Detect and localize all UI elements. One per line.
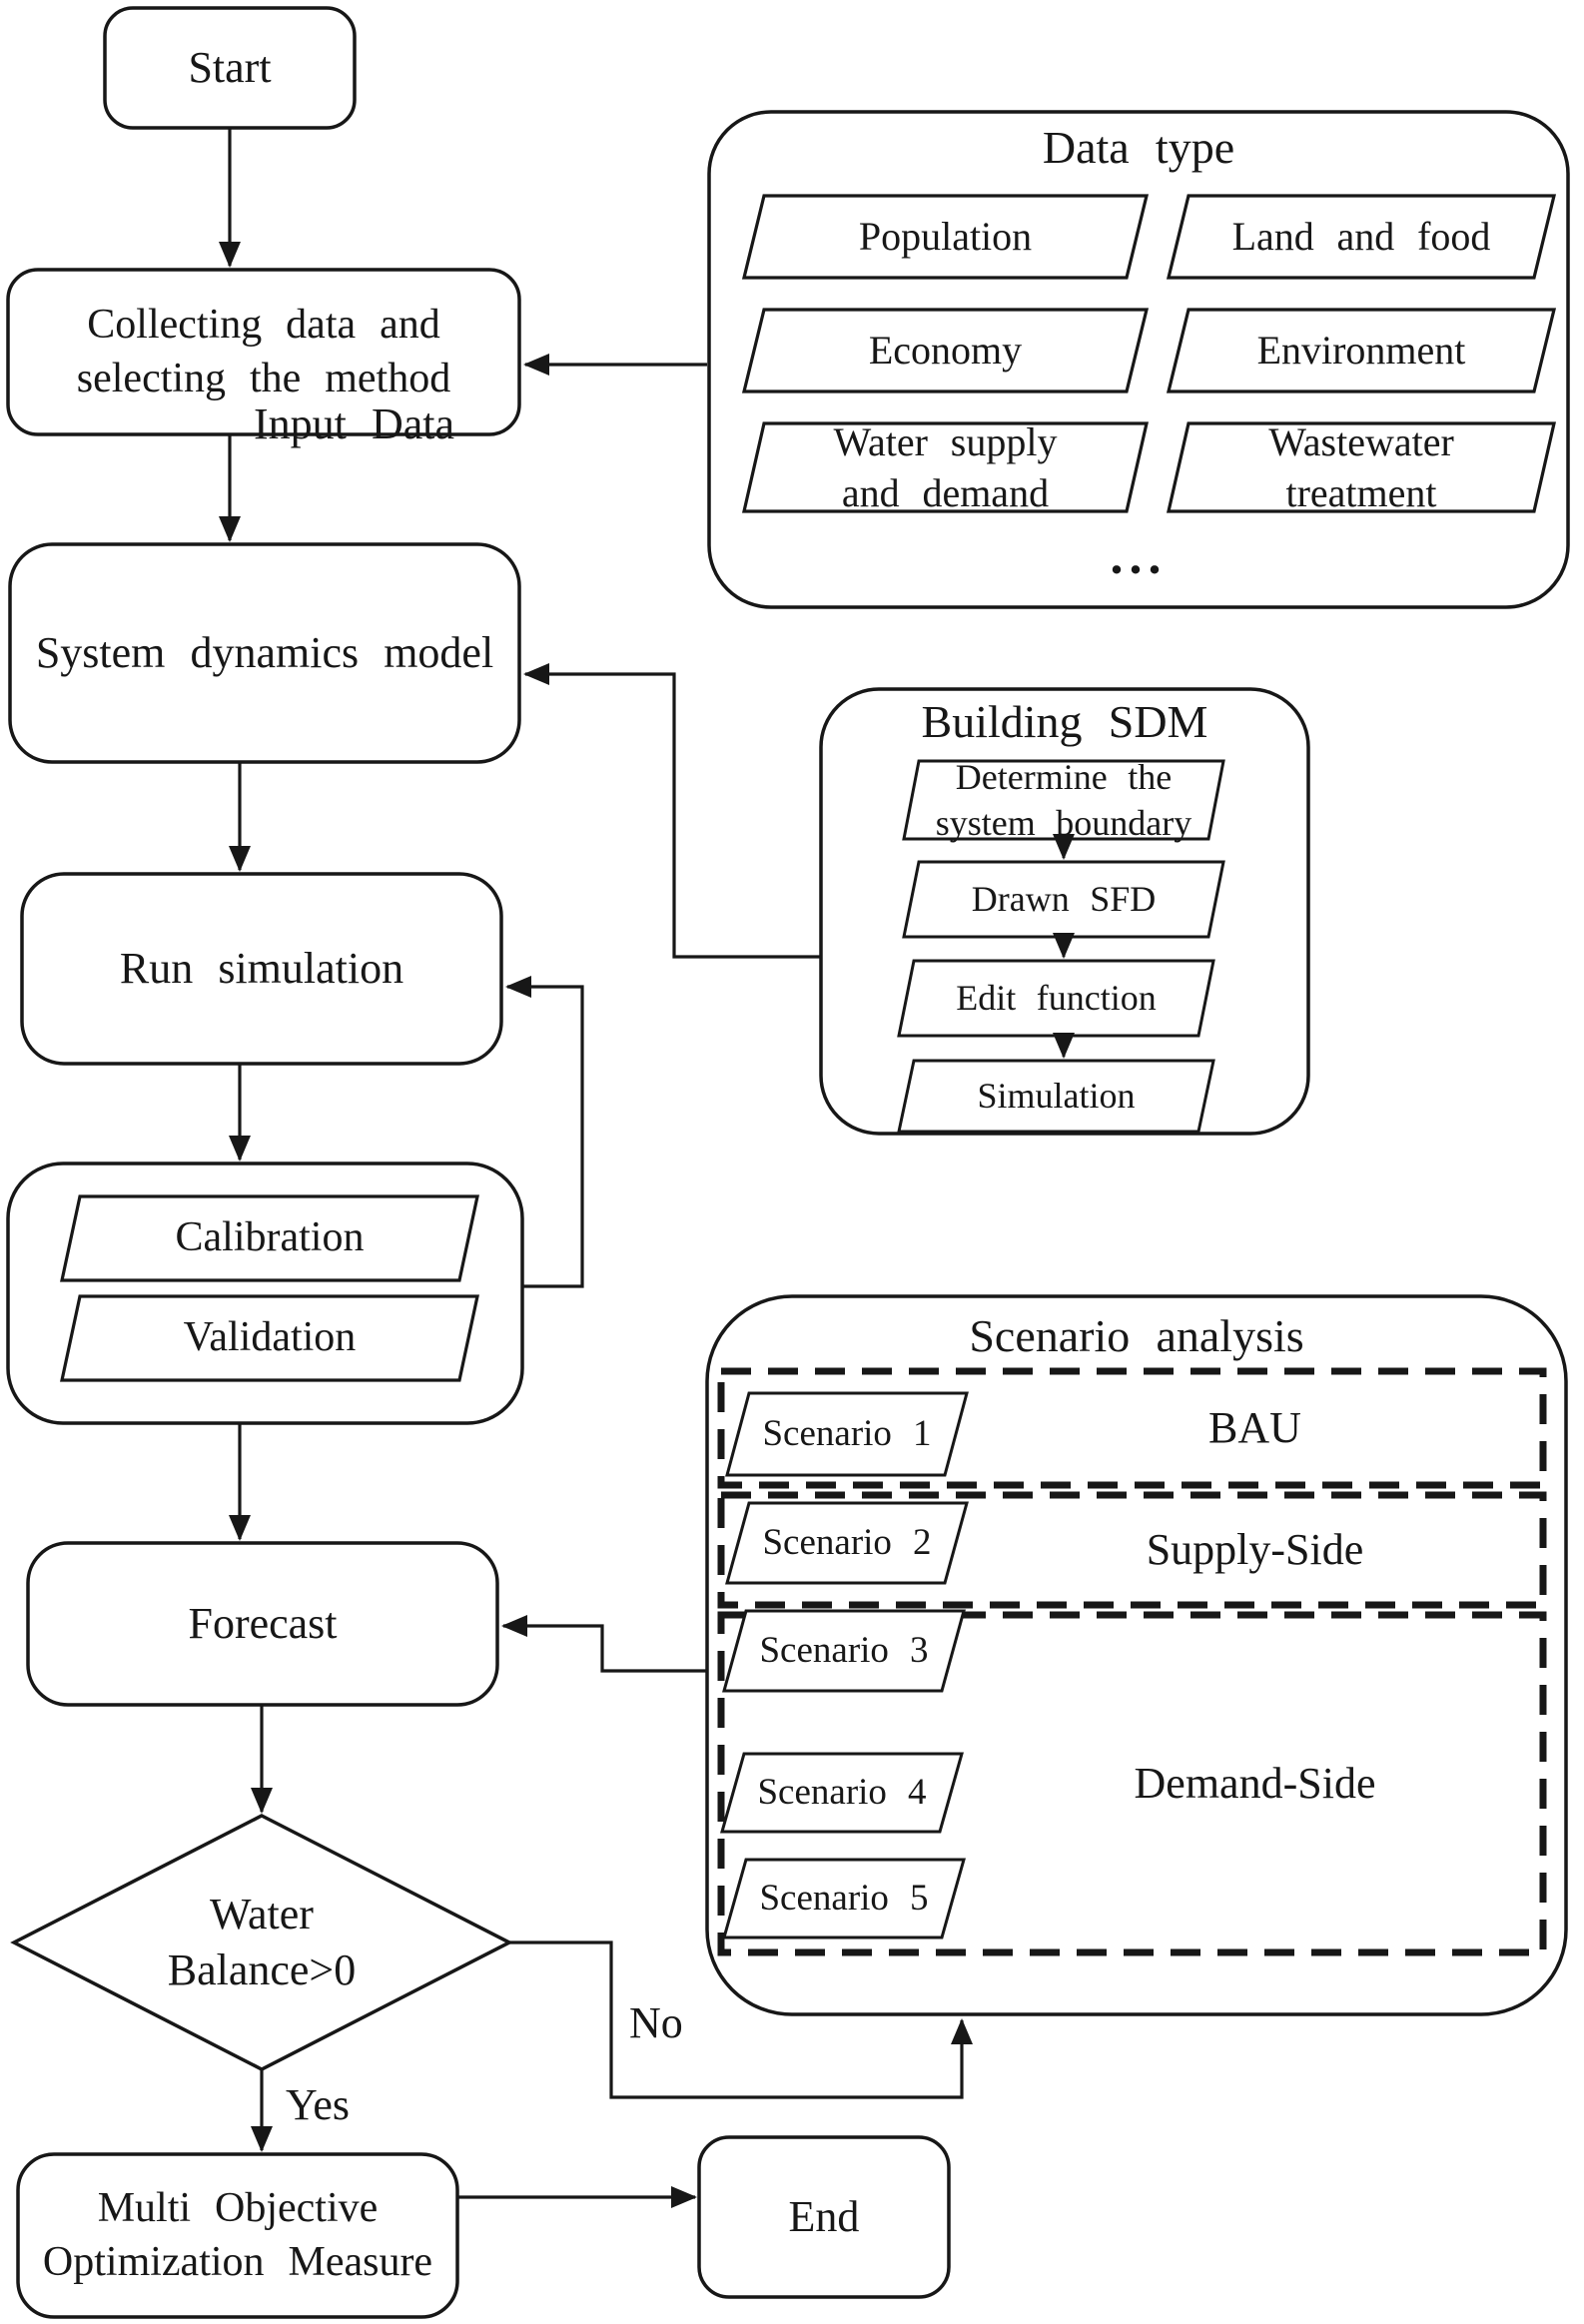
- scenario-3-label: Scenario 3: [759, 1630, 929, 1672]
- run-simulation-node-shape: [20, 872, 503, 1066]
- wastewater-label: Wastewater treatment: [1268, 418, 1454, 515]
- economy-parallelogram: [741, 308, 1150, 393]
- system-dynamics-node-label: System dynamics model: [35, 627, 494, 677]
- determine-boundary-parallelogram: [902, 759, 1225, 841]
- drawn-sfd-parallelogram: [902, 860, 1225, 939]
- scenario-4-parallelogram: [720, 1752, 964, 1834]
- validation-label: Validation: [183, 1314, 357, 1361]
- data-type-title: Data type: [1042, 121, 1235, 173]
- land-and-food-parallelogram: [1166, 194, 1557, 280]
- data-type-ellipsis: ...: [1110, 527, 1168, 585]
- multi-objective-node-label: Multi Objective Optimization Measure: [42, 2184, 433, 2285]
- collecting-node-shape: [6, 268, 521, 436]
- scenario-2-parallelogram: [725, 1501, 969, 1585]
- supply-side-group-dashed-box: [717, 1491, 1547, 1609]
- edge-decision-no-to-scenario: [509, 1940, 973, 2099]
- system-dynamics-node-shape: [8, 542, 521, 764]
- economy-label: Economy: [868, 328, 1023, 374]
- calibration-label: Calibration: [175, 1214, 365, 1261]
- collecting-node-label: Collecting data and selecting the method: [76, 301, 451, 401]
- scenario-1-label: Scenario 1: [762, 1413, 932, 1455]
- scenario-5-label: Scenario 5: [759, 1878, 929, 1920]
- decision-diamond-label: Water Balance>0: [167, 1889, 357, 1994]
- drawn-sfd-label: Drawn SFD: [971, 879, 1157, 920]
- bau-group-label: BAU: [1208, 1402, 1301, 1452]
- supply-side-group-label: Supply-Side: [1146, 1524, 1364, 1574]
- end-node-label: End: [788, 2191, 860, 2241]
- environment-label: Environment: [1256, 328, 1466, 374]
- simulation-label: Simulation: [977, 1076, 1136, 1117]
- wastewater-parallelogram: [1166, 421, 1557, 513]
- edge-calibration-loop-to-runsim: [505, 976, 584, 1288]
- edit-function-parallelogram: [897, 959, 1215, 1038]
- scenario-5-parallelogram: [722, 1858, 966, 1939]
- forecast-node-label: Forecast: [188, 1598, 338, 1648]
- building-sdm-title: Building SDM: [921, 695, 1208, 747]
- land-and-food-label: Land and food: [1231, 214, 1491, 260]
- demand-side-group-label: Demand-Side: [1134, 1758, 1376, 1808]
- validation-parallelogram: [60, 1294, 479, 1382]
- scenario-analysis-title: Scenario analysis: [969, 1309, 1304, 1361]
- multi-objective-node-shape: [16, 2152, 459, 2319]
- water-supply-parallelogram: [741, 421, 1150, 513]
- determine-boundary-label: Determine the system boundary: [935, 756, 1192, 843]
- run-simulation-node-label: Run simulation: [119, 943, 404, 993]
- simulation-parallelogram: [897, 1059, 1215, 1134]
- edit-function-label: Edit function: [956, 978, 1157, 1019]
- edge-scenario-to-forecast: [501, 1615, 707, 1673]
- no-edge-label: No: [629, 1997, 683, 2047]
- population-parallelogram: [741, 194, 1150, 280]
- edge-buildingsdm-to-sdm: [523, 663, 821, 959]
- end-node-shape: [697, 2135, 951, 2299]
- scenario-3-parallelogram: [722, 1609, 966, 1693]
- scenario-4-label: Scenario 4: [757, 1772, 927, 1814]
- scenario-2-label: Scenario 2: [762, 1522, 932, 1564]
- input-data-edge-label: Input Data: [254, 398, 455, 448]
- calibration-parallelogram: [60, 1194, 479, 1282]
- demand-side-group-dashed-box: [717, 1611, 1547, 1956]
- environment-parallelogram: [1166, 308, 1557, 393]
- scenario-1-parallelogram: [725, 1391, 969, 1477]
- population-label: Population: [858, 214, 1033, 260]
- yes-edge-label: Yes: [286, 2079, 351, 2129]
- start-node-label: Start: [188, 42, 272, 92]
- water-supply-label: Water supply and demand: [833, 418, 1058, 515]
